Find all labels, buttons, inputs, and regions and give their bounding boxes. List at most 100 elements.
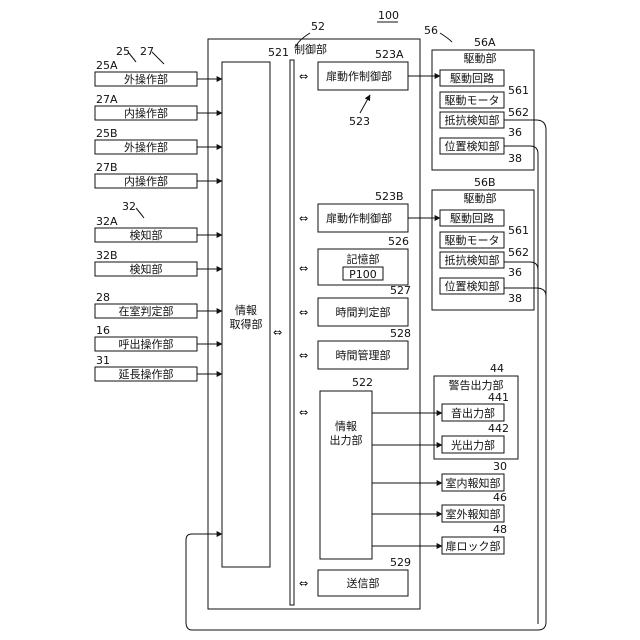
info-out-ref: 522 — [352, 376, 373, 389]
input-ref: 25A — [96, 59, 118, 72]
input-label: 内操作部 — [124, 106, 168, 120]
drive-motor-ref: 562 — [508, 246, 529, 259]
resistance-detector-ref: 36 — [508, 126, 522, 139]
input-label: 在室判定部 — [119, 304, 174, 318]
input-group-leader-32 — [136, 208, 144, 218]
door-ctrl-b-ref: 523B — [375, 190, 404, 203]
input-group-leader-27 — [152, 52, 164, 64]
input-ref: 31 — [96, 354, 110, 367]
drive-motor-label: 駆動モータ — [445, 93, 500, 107]
time-judge-label: 時間判定部 — [336, 305, 391, 319]
door-ctrl-a-label: 扉動作制御部 — [326, 69, 392, 83]
memory-label: 記憶部 — [347, 252, 380, 266]
input-7: 呼出操作部 16 — [95, 324, 222, 351]
door-ctrl-b-bus-arrow: ⇔ — [299, 212, 308, 225]
input-ref: 32B — [96, 249, 118, 262]
input-label: 外操作部 — [124, 72, 168, 86]
drive-circuit-ref: 561 — [508, 84, 529, 97]
input-label: 検知部 — [130, 262, 163, 276]
info-out-label-1: 情報 — [335, 420, 357, 433]
position-detector-ref: 38 — [508, 152, 522, 165]
drive-motor-ref: 562 — [508, 106, 529, 119]
input-group-ref-27: 27 — [140, 45, 154, 58]
time-mgmt-bus-arrow: ⇔ — [299, 349, 308, 362]
memory-ref: 526 — [388, 235, 409, 248]
time-mgmt-ref: 528 — [390, 327, 411, 340]
input-8: 延長操作部 31 — [95, 354, 222, 381]
drive-unit-1: 56B 駆動部駆動回路 561 駆動モータ 562 抵抗検知部 36 位置検知部 38 — [432, 176, 534, 310]
door-lock-ref: 48 — [493, 523, 507, 536]
input-ref: 28 — [96, 291, 110, 304]
drive-unit-0: 56A駆動部駆動回路561駆動モータ562抵抗検知部36位置検知部38 — [432, 36, 534, 170]
position-detector-label: 位置検知部 — [445, 279, 500, 293]
system-ref: 100 — [378, 9, 399, 22]
time-mgmt-label: 時間管理部 — [336, 348, 391, 362]
door-ctrl-a-ref: 523A — [375, 48, 404, 61]
drive-unit-ref: 56B — [474, 176, 496, 189]
drive-group-ref: 56 — [424, 24, 438, 37]
drive-unit-label: 駆動部 — [464, 191, 497, 205]
info-acq-label-2: 取得部 — [230, 317, 263, 331]
input-ref: 27A — [96, 93, 118, 106]
drive-circuit-label: 駆動回路 — [450, 71, 494, 85]
light-out-label: 光出力部 — [451, 438, 495, 452]
info-out-bus-arrow: ⇔ — [299, 406, 308, 419]
outdoor-notify-ref: 46 — [493, 491, 507, 504]
drive-unit-label: 駆動部 — [464, 51, 497, 65]
control-unit-ref: 52 — [311, 20, 325, 33]
door-ctrl-group-ref: 523 — [349, 115, 370, 128]
info-acq-label-1: 情報 — [235, 304, 257, 317]
indoor-notify-label: 室内報知部 — [446, 476, 501, 490]
info-out-box — [320, 391, 372, 559]
drive-motor-label: 駆動モータ — [445, 233, 500, 247]
time-judge-ref: 527 — [390, 284, 411, 297]
transmit-label: 送信部 — [347, 576, 380, 590]
drive-unit-ref: 56A — [474, 36, 496, 49]
alarm-ref: 44 — [490, 362, 504, 375]
input-4: 検知部 32A — [95, 215, 222, 242]
input-2: 外操作部 25B — [95, 127, 222, 154]
outdoor-notify-label: 室外報知部 — [446, 507, 501, 521]
transmit-bus-arrow: ⇔ — [299, 577, 308, 590]
input-1: 内操作部 27A — [95, 93, 222, 120]
memory-program-label: P100 — [349, 268, 377, 281]
input-label: 内操作部 — [124, 174, 168, 188]
input-ref: 27B — [96, 161, 118, 174]
position-detector-label: 位置検知部 — [445, 139, 500, 153]
input-5: 検知部 32B — [95, 249, 222, 276]
input-0: 外操作部 25A — [95, 59, 222, 86]
memory-bus-arrow: ⇔ — [299, 262, 308, 275]
drive-group-leader — [440, 33, 452, 42]
input-3: 内操作部 27B — [95, 161, 222, 188]
input-label: 外操作部 — [124, 140, 168, 154]
control-unit-label: 制御部 — [294, 42, 327, 56]
input-6: 在室判定部 28 — [95, 291, 222, 318]
door-lock-label: 扉ロック部 — [446, 539, 501, 553]
input-ref: 32A — [96, 215, 118, 228]
drive-circuit-ref: 561 — [508, 224, 529, 237]
indoor-notify-ref: 30 — [493, 460, 507, 473]
drive-circuit-label: 駆動回路 — [450, 211, 494, 225]
input-label: 呼出操作部 — [119, 337, 174, 351]
info-acq-bus-arrow: ⇔ — [273, 326, 282, 339]
internal-bus — [290, 60, 294, 605]
door-ctrl-a-bus-arrow: ⇔ — [299, 70, 308, 83]
alarm-label: 警告出力部 — [449, 378, 504, 392]
resistance-detector-label: 抵抗検知部 — [445, 253, 500, 267]
input-group-ref-25: 25 — [116, 45, 130, 58]
input-label: 延長操作部 — [119, 367, 174, 381]
transmit-ref: 529 — [390, 556, 411, 569]
door-ctrl-b-label: 扉動作制御部 — [326, 211, 392, 225]
input-ref: 25B — [96, 127, 118, 140]
input-ref: 16 — [96, 324, 110, 337]
sound-out-label: 音出力部 — [451, 406, 495, 420]
resistance-detector-ref: 36 — [508, 266, 522, 279]
input-label: 検知部 — [130, 228, 163, 242]
light-out-ref: 442 — [488, 422, 509, 435]
time-judge-bus-arrow: ⇔ — [299, 306, 308, 319]
position-detector-ref: 38 — [508, 292, 522, 305]
input-group-ref-32: 32 — [122, 200, 136, 213]
info-out-label-2: 出力部 — [330, 433, 363, 447]
info-acq-ref: 521 — [268, 46, 289, 59]
